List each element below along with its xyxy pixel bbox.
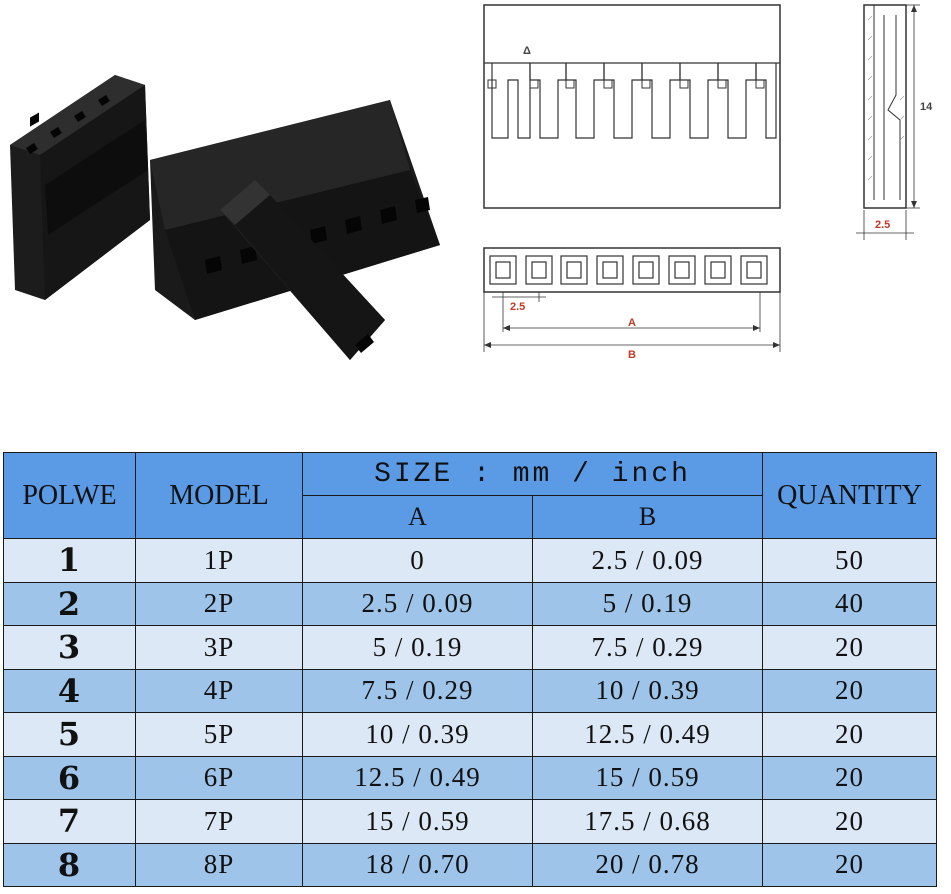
cell-b: 12.5 / 0.49 xyxy=(532,712,763,757)
cell-quantity: 40 xyxy=(762,581,937,626)
cell-polwe: 6 xyxy=(3,755,136,800)
height-dimension-label: 14 xyxy=(920,101,933,113)
cell-quantity: 20 xyxy=(762,712,937,757)
cell-model: 2P xyxy=(135,581,303,626)
side-view-drawing: 14 2.5 xyxy=(856,4,933,240)
cell-quantity: 50 xyxy=(762,538,937,583)
cell-quantity: 20 xyxy=(762,799,937,844)
cell-polwe: 7 xyxy=(3,799,136,844)
cell-b: 20 / 0.78 xyxy=(532,842,763,887)
cell-b: 10 / 0.39 xyxy=(532,668,763,713)
header-model: MODEL xyxy=(135,452,303,539)
header-size: SIZE : mm / inch xyxy=(302,452,763,496)
table-row: 8 8P 18 / 0.70 20 / 0.78 20 xyxy=(3,842,937,887)
header-quantity: QUANTITY xyxy=(762,452,937,539)
table-row: 6 6P 12.5 / 0.49 15 / 0.59 20 xyxy=(3,755,937,800)
cell-polwe: 4 xyxy=(3,668,136,713)
dimension-b-label: B xyxy=(628,349,636,361)
cell-model: 6P xyxy=(135,755,303,800)
cell-quantity: 20 xyxy=(762,668,937,713)
cell-model: 3P xyxy=(135,625,303,670)
cell-a: 15 / 0.59 xyxy=(302,799,533,844)
table-row: 5 5P 10 / 0.39 12.5 / 0.49 20 xyxy=(3,712,937,757)
cell-polwe: 2 xyxy=(3,581,136,626)
cell-polwe: 8 xyxy=(3,842,136,887)
table-row: 2 2P 2.5 / 0.09 5 / 0.19 40 xyxy=(3,581,937,626)
table-row: 1 1P 0 2.5 / 0.09 50 xyxy=(3,538,937,583)
cell-model: 4P xyxy=(135,668,303,713)
cell-quantity: 20 xyxy=(762,842,937,887)
dimension-a-label: A xyxy=(628,317,636,329)
front-view-drawing: Δ xyxy=(483,4,781,209)
cell-polwe: 3 xyxy=(3,625,136,670)
cell-a: 10 / 0.39 xyxy=(302,712,533,757)
cell-b: 5 / 0.19 xyxy=(532,581,763,626)
cell-model: 1P xyxy=(135,538,303,583)
cell-model: 8P xyxy=(135,842,303,887)
housing-1pin xyxy=(220,180,385,360)
size-table: POLWE MODEL SIZE : mm / inch QUANTITY A … xyxy=(3,452,937,887)
cell-a: 7.5 / 0.29 xyxy=(302,668,533,713)
cell-model: 5P xyxy=(135,712,303,757)
cell-b: 15 / 0.59 xyxy=(532,755,763,800)
pitch-dimension-label: 2.5 xyxy=(510,301,525,313)
table-row: 3 3P 5 / 0.19 7.5 / 0.29 20 xyxy=(3,625,937,670)
header-polwe: POLWE xyxy=(3,452,136,539)
cell-model: 7P xyxy=(135,799,303,844)
cell-a: 12.5 / 0.49 xyxy=(302,755,533,800)
top-view-drawing: 2.5 A B xyxy=(483,247,781,361)
cell-b: 2.5 / 0.09 xyxy=(532,538,763,583)
table-row: 4 4P 7.5 / 0.29 10 / 0.39 20 xyxy=(3,668,937,713)
cell-polwe: 5 xyxy=(3,712,136,757)
table-row: 7 7P 15 / 0.59 17.5 / 0.68 20 xyxy=(3,799,937,844)
polarity-marker: Δ xyxy=(523,45,531,57)
cell-a: 0 xyxy=(302,538,533,583)
header-a: A xyxy=(302,495,533,539)
cell-a: 5 / 0.19 xyxy=(302,625,533,670)
header-b: B xyxy=(532,495,763,539)
connector-housings-photo xyxy=(10,75,440,360)
cell-b: 17.5 / 0.68 xyxy=(532,799,763,844)
cell-quantity: 20 xyxy=(762,755,937,800)
housing-4pin xyxy=(10,75,150,300)
cell-a: 2.5 / 0.09 xyxy=(302,581,533,626)
cell-quantity: 20 xyxy=(762,625,937,670)
cell-polwe: 1 xyxy=(3,538,136,583)
cell-a: 18 / 0.70 xyxy=(302,842,533,887)
cell-b: 7.5 / 0.29 xyxy=(532,625,763,670)
width-dimension-label: 2.5 xyxy=(875,219,890,231)
